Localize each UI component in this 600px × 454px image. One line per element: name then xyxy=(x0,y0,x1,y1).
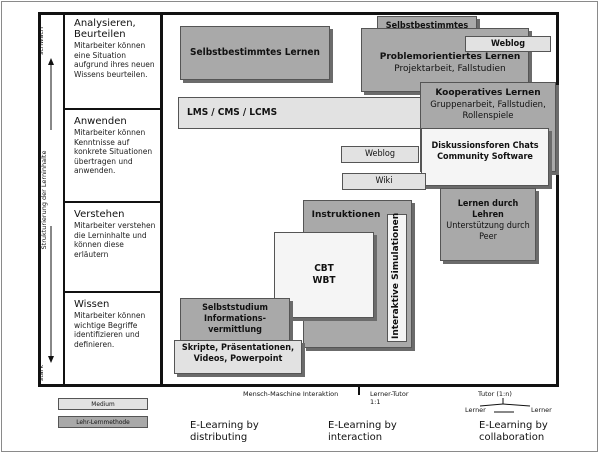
divider-tick xyxy=(358,387,360,395)
skripte-box: Skripte, Präsentationen, Videos, Powerpo… xyxy=(174,340,302,374)
diagram-frame xyxy=(38,12,559,387)
level-wissen: Wissen Mitarbeiter können wichtige Begri… xyxy=(65,293,163,384)
legend-label: Lehr-Lernmethode xyxy=(76,418,130,426)
level-title: Analysieren, Beurteilen xyxy=(74,18,136,40)
level-desc: Mitarbeiter können wichtige Begriffe ide… xyxy=(74,311,146,349)
instruktionen-label: Instruktionen xyxy=(311,210,381,220)
selbstbestimmtes-lernen-box: Selbstbestimmtes Lernen xyxy=(180,26,330,80)
level-desc: Mitarbeiter können eine Situation aufgru… xyxy=(74,41,155,79)
lerner-tutor-label: Lerner-Tutor xyxy=(370,390,409,398)
elearning-distributing: E-Learning by distributing xyxy=(190,420,259,443)
lerner-left-label: Lerner xyxy=(465,406,486,414)
level-title: Verstehen xyxy=(74,209,125,220)
weblog-mid-box: Weblog xyxy=(341,146,419,163)
box-label: Weblog xyxy=(490,39,526,49)
wiki-box: Wiki xyxy=(342,173,426,190)
elearning-collaboration: E-Learning by collaboration xyxy=(479,420,548,443)
diskussionsforen-box: Diskussionsforen Chats Community Softwar… xyxy=(421,128,549,186)
axis-arrow-icon xyxy=(48,58,54,363)
tutor-tree-icon xyxy=(479,398,531,413)
box-label: LMS / CMS / LCMS xyxy=(187,107,278,118)
box-label: Diskussionsforen Chats Community Softwar… xyxy=(431,141,539,162)
legend-label: Medium xyxy=(91,400,115,408)
box-sub: Unterstützung durch Peer xyxy=(446,221,530,242)
box-label: Skripte, Präsentationen, Videos, Powerpo… xyxy=(181,343,295,364)
box-label: CBT WBT xyxy=(312,263,336,286)
lms-box: LMS / CMS / LCMS xyxy=(178,97,428,129)
level-anwenden: Anwenden Mitarbeiter können Kenntnisse a… xyxy=(65,110,163,203)
selbststudium-box: Selbststudium Informations-vermittlung xyxy=(180,298,290,346)
lernen-durch-lehren-box: Lernen durch Lehren Unterstützung durch … xyxy=(440,188,536,261)
box-label: Weblog xyxy=(365,149,395,159)
levels-column xyxy=(65,12,163,387)
level-desc: Mitarbeiter können Kenntnisse auf konkre… xyxy=(74,128,153,175)
elearning-interaction: E-Learning by interaction xyxy=(328,420,397,443)
lerner-right-label: Lerner xyxy=(531,406,552,414)
level-title: Wissen xyxy=(74,299,110,310)
box-label: Selbststudium Informations-vermittlung xyxy=(202,303,268,335)
level-analysieren: Analysieren, Beurteilen Mitarbeiter könn… xyxy=(65,12,163,110)
tutor-1n-label: Tutor (1:n) xyxy=(478,390,512,398)
box-title: Lernen durch Lehren xyxy=(457,199,519,220)
box-label: Wiki xyxy=(375,176,393,186)
mmi-label: Mensch-Maschine Interaktion xyxy=(243,390,339,398)
interaktive-simulationen-label: Interaktive Simulationen xyxy=(391,212,401,339)
problem-title: Problemorientiertes Lernen xyxy=(379,52,521,62)
level-verstehen: Verstehen Mitarbeiter verstehen die Lern… xyxy=(65,203,163,293)
cbt-wbt-box: CBT WBT xyxy=(274,232,374,318)
problem-sub: Projektarbeit, Fallstudien xyxy=(394,64,506,74)
level-desc: Mitarbeiter verstehen die Lerninhalte un… xyxy=(74,221,156,259)
koop-title: Kooperatives Lernen xyxy=(435,88,541,98)
weblog-top-box: Weblog xyxy=(465,36,551,52)
legend-medium: Medium xyxy=(58,398,148,410)
legend-methode: Lehr-Lernmethode xyxy=(58,416,148,428)
lerner-tutor-ratio: 1:1 xyxy=(370,398,381,406)
box-label: Selbstbestimmtes Lernen xyxy=(190,47,320,58)
interaktive-simulationen-box xyxy=(387,214,407,342)
axis-column xyxy=(38,12,65,387)
koop-sub: Gruppenarbeit, Fallstudien, Rollenspiele xyxy=(430,100,546,121)
level-title: Anwenden xyxy=(74,116,127,127)
